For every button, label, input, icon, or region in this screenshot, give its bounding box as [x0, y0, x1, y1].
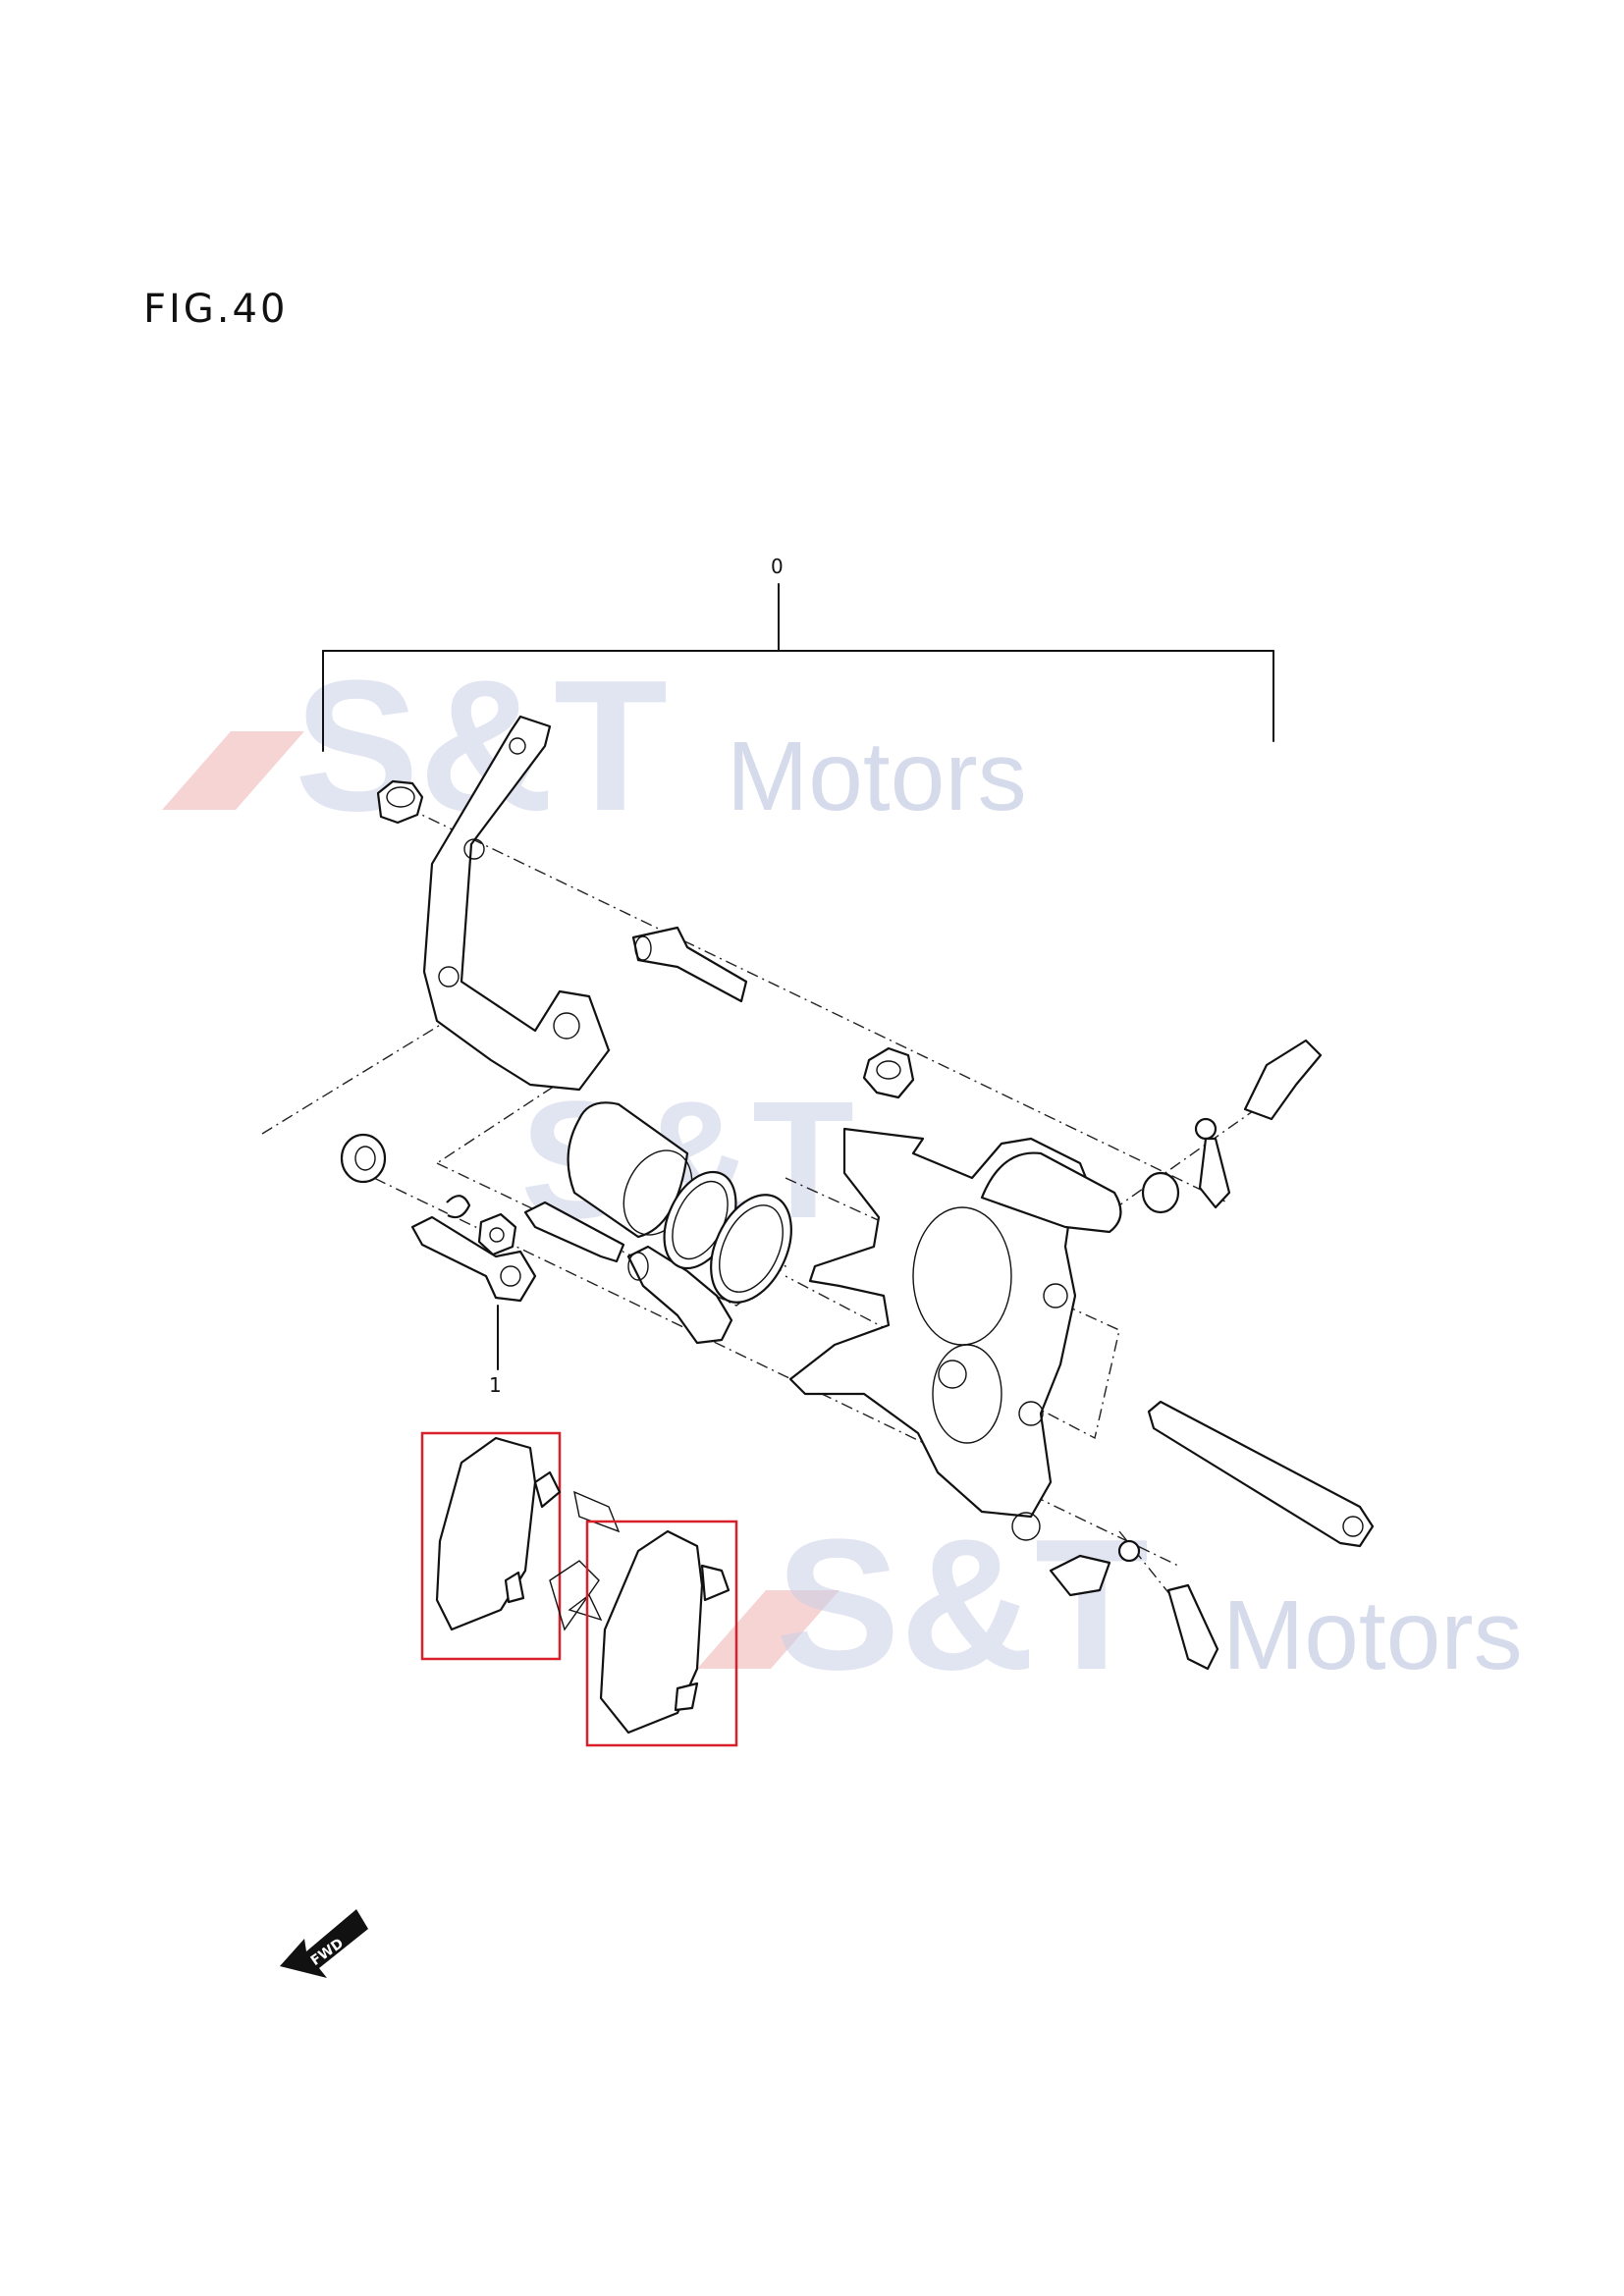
brake-pad-left: [420, 1431, 562, 1661]
brake-pad-right: [585, 1520, 738, 1747]
dust-seal: [710, 1194, 792, 1304]
forward-arrow-icon: FWD: [280, 1909, 368, 1978]
bleeder-screw: [1243, 1039, 1323, 1121]
watermark-brand: S&T: [776, 1501, 1149, 1709]
callout-1-label: 1: [489, 1373, 502, 1397]
guide-pin: [523, 1201, 625, 1263]
caliper-bracket: [422, 715, 611, 1092]
highlight-box-right: [585, 1520, 738, 1747]
watermark-stripe: [162, 731, 304, 810]
pad-pin: [1147, 1400, 1375, 1548]
axis-line: [1109, 1094, 1277, 1213]
anti-rattle-spring: [549, 1490, 621, 1631]
slide-pin-lower: [626, 1245, 733, 1345]
axis-line: [406, 807, 1228, 1203]
watermark-suffix: Motors: [1222, 1580, 1523, 1690]
watermark-stripe: [697, 1590, 839, 1669]
rubber-plug: [1141, 1171, 1180, 1214]
bleeder-cap: [1194, 1117, 1231, 1209]
hex-nut: [477, 1212, 517, 1256]
circlip: [446, 1195, 471, 1219]
lower-bleeder-screw: [1166, 1583, 1219, 1671]
lower-bleeder-cap: [1049, 1539, 1141, 1597]
callout-0-label: 0: [771, 555, 784, 578]
figure-title: FIG.40: [143, 287, 289, 332]
washer: [340, 1133, 387, 1184]
highlight-box-left: [420, 1431, 562, 1661]
watermark-bottom: S&T Motors: [697, 1501, 1523, 1709]
slide-pin-top: [631, 926, 748, 1003]
bolt: 1: [410, 1215, 537, 1397]
flange-nut-top: [376, 779, 424, 825]
assembly-bracket: 0: [322, 555, 1274, 752]
watermark-suffix: Motors: [727, 721, 1027, 831]
watermark-top: S&T Motors: [162, 642, 1027, 850]
rubber-boot: [862, 1046, 915, 1099]
caliper-body: [788, 1127, 1122, 1541]
